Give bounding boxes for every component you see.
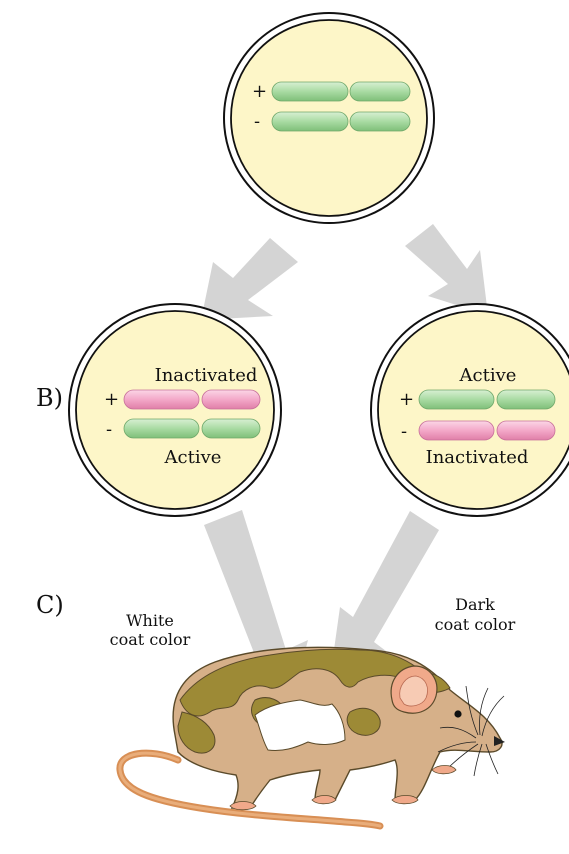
left-label-inactivated: Inactivated — [155, 365, 258, 386]
left-chromosome-minus-left — [123, 418, 200, 439]
left-chromosome-plus-right — [201, 389, 261, 410]
rat-ear — [390, 665, 438, 714]
left-cell: Inactivated + - Active — [68, 303, 282, 517]
left-chromosome-plus-left — [123, 389, 200, 410]
rat-white-patch — [254, 699, 346, 751]
right-label-inactivated: Inactivated — [426, 447, 529, 468]
right-plus-sign: + — [399, 389, 414, 410]
left-plus-sign: + — [104, 389, 119, 410]
right-chromosome-minus-right — [496, 420, 556, 441]
rat-foot-rear — [229, 801, 257, 811]
rat-foot-front — [391, 795, 419, 805]
panel-label-c: C) — [36, 591, 64, 619]
rat-nose — [494, 736, 505, 746]
rat-dark-patch-side — [177, 711, 216, 754]
white-coat-label-line2: coat color — [110, 630, 191, 649]
panel-label-b: B) — [36, 384, 63, 412]
dark-coat-label-line2: coat color — [435, 615, 516, 634]
left-minus-sign: - — [106, 419, 112, 440]
rat-illustration — [116, 646, 505, 830]
rat-foot-mid — [311, 795, 337, 805]
rat-dark-patch-hip — [346, 707, 381, 736]
top-plus-sign: + — [252, 81, 267, 102]
arrow-top-left — [201, 238, 298, 320]
right-chromosome-plus-left — [418, 389, 495, 410]
chromosome-minus-right — [349, 111, 411, 132]
left-label-active: Active — [164, 447, 222, 468]
right-minus-sign: - — [401, 421, 407, 442]
chromosome-plus-left — [271, 81, 349, 102]
white-coat-label-line1: White — [126, 611, 174, 630]
chromosome-plus-right — [349, 81, 411, 102]
arrow-top-right — [405, 224, 488, 315]
rat-whiskers — [437, 685, 505, 777]
top-minus-sign: - — [254, 111, 260, 132]
right-cell: Active + - Inactivated — [370, 303, 569, 517]
chromosome-minus-left — [271, 111, 349, 132]
right-chromosome-minus-left — [418, 420, 495, 441]
left-chromosome-minus-right — [201, 418, 261, 439]
right-label-active: Active — [459, 365, 517, 386]
arrow-bottom-right — [332, 511, 439, 664]
rat-dark-patch-back — [179, 648, 421, 717]
top-cell: + - — [223, 12, 435, 224]
rat-eye — [454, 710, 462, 718]
dark-coat-label-line1: Dark — [455, 595, 495, 614]
right-chromosome-plus-right — [496, 389, 556, 410]
rat-foot-front2 — [431, 765, 457, 775]
